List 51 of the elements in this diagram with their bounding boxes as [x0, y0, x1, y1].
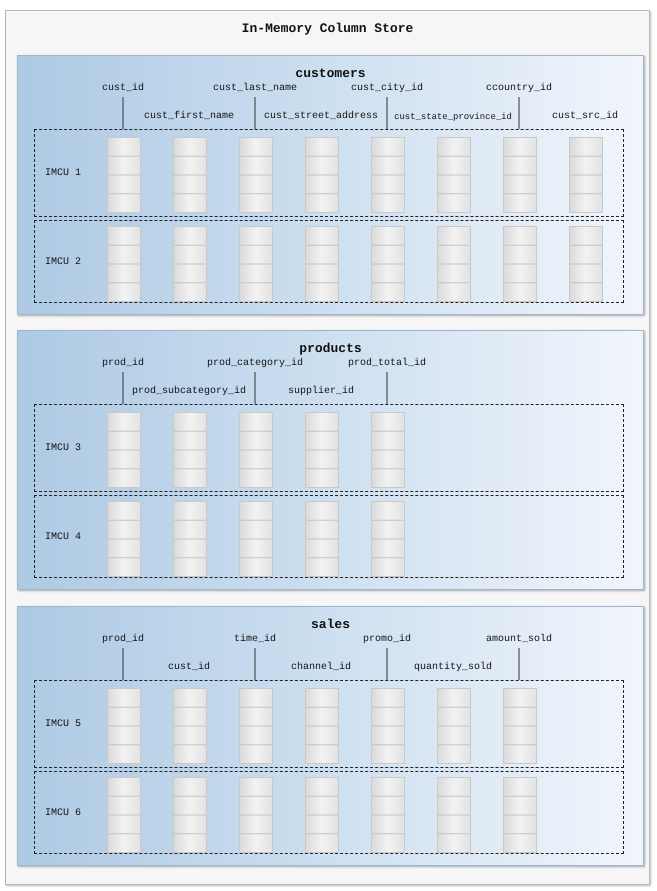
container-title: In-Memory Column Store: [240, 21, 414, 36]
leader-line: [254, 96, 256, 130]
column-name: cust_first_name: [142, 110, 235, 124]
table-panel: [17, 330, 644, 590]
leader-line: [518, 96, 520, 130]
column-name: time_id: [232, 633, 277, 647]
column-name: quantity_sold: [412, 661, 493, 675]
column-name: cust_state_province_id: [393, 111, 513, 124]
table-panel: [17, 606, 644, 866]
table-name: customers: [294, 66, 367, 81]
table-name: products: [298, 341, 363, 356]
imcu-region: [34, 680, 624, 768]
imcu-label: IMCU 2: [45, 256, 82, 270]
column-name: cust_city_id: [350, 82, 424, 96]
column-name: supplier_id: [286, 385, 355, 399]
store-container: [5, 10, 650, 885]
imcu-label: IMCU 4: [45, 530, 82, 544]
column-name: prod_category_id: [206, 357, 304, 371]
leader-line: [254, 648, 256, 680]
leader-line: [254, 372, 256, 404]
table-panel: [17, 55, 644, 315]
leader-line: [386, 648, 388, 680]
column-name: cust_src_id: [550, 110, 619, 124]
imcu-region: [34, 771, 624, 854]
column-name: channel_id: [290, 661, 352, 675]
imcu-label: IMCU 1: [45, 167, 82, 181]
column-name: cust_id: [100, 82, 145, 96]
leader-line: [122, 648, 124, 680]
imcu-region: [34, 220, 624, 303]
column-name: ccountry_id: [484, 82, 553, 96]
imcu-region: [34, 404, 624, 492]
leader-line: [122, 372, 124, 404]
table-name: sales: [310, 617, 351, 632]
column-name: amount_sold: [484, 633, 553, 647]
column-name: cust_id: [166, 661, 211, 675]
column-name: prod_total_id: [346, 357, 427, 371]
column-name: promo_id: [362, 633, 412, 647]
column-name: prod_id: [100, 357, 145, 371]
imcu-label: IMCU 3: [45, 442, 82, 456]
imcu-region: [34, 495, 624, 578]
leader-line: [122, 96, 124, 130]
leader-line: [386, 372, 388, 404]
leader-line: [386, 96, 388, 130]
imcu-label: IMCU 6: [45, 806, 82, 820]
column-name: prod_subcategory_id: [130, 385, 248, 399]
column-name: cust_street_address: [262, 110, 380, 124]
column-name: prod_id: [100, 633, 145, 647]
leader-line: [518, 648, 520, 680]
imcu-region: [34, 129, 624, 217]
column-name: cust_last_name: [212, 82, 298, 96]
imcu-label: IMCU 5: [45, 718, 82, 732]
